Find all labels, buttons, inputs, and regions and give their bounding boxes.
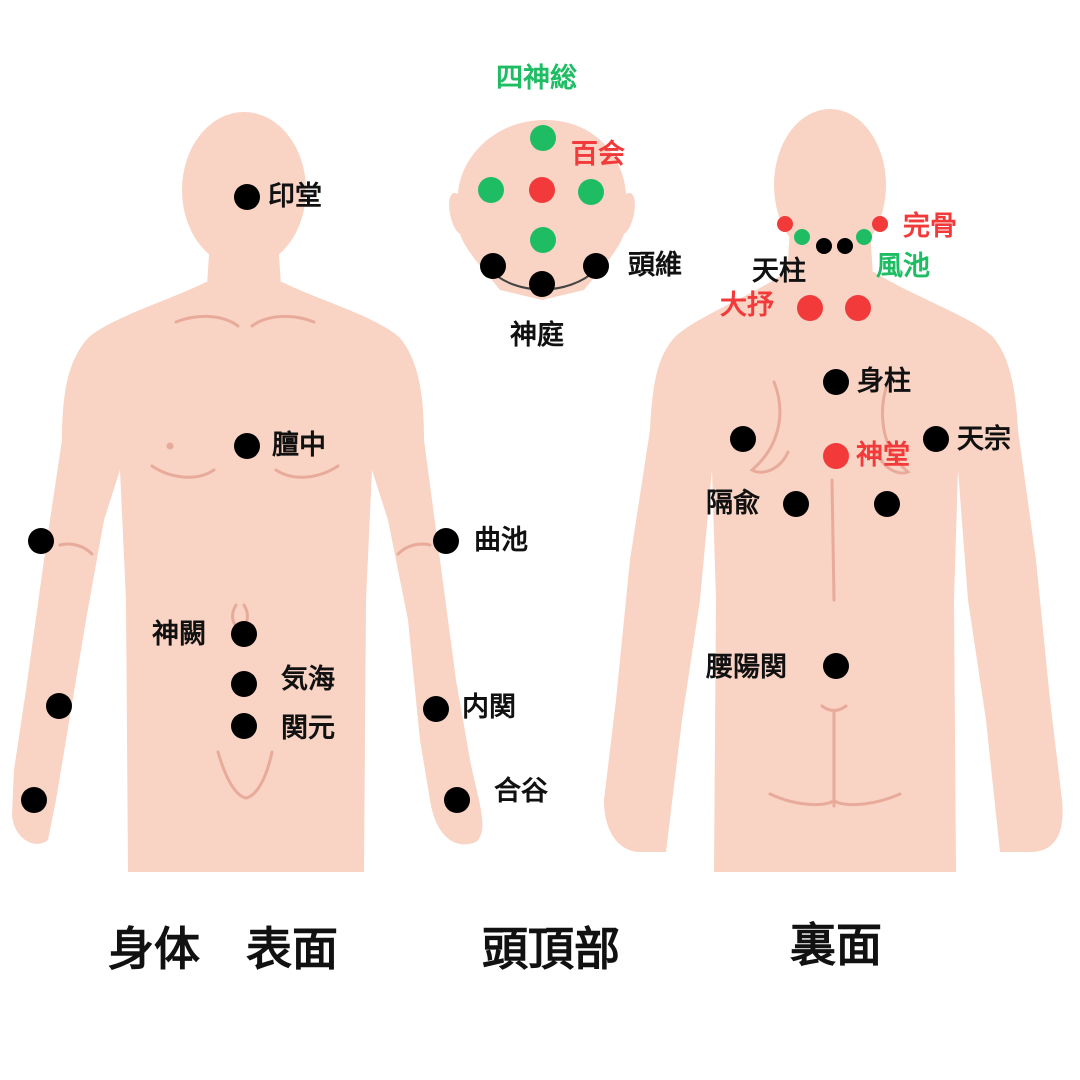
point-shinchu <box>823 369 849 395</box>
point-shishinsou-left <box>478 177 504 203</box>
label-daijo: 大抒 <box>720 290 774 321</box>
label-tensou: 天宗 <box>957 424 1011 455</box>
label-kangen: 関元 <box>281 713 335 744</box>
point-tensou-right <box>923 426 949 452</box>
front-body-silhouette <box>12 112 483 872</box>
label-kankotsu: 完骨 <box>903 211 957 242</box>
back-body-lines <box>749 380 911 808</box>
caption-top: 頭頂部 <box>482 922 620 976</box>
point-kankotsu-right <box>872 216 888 232</box>
point-kangen <box>231 713 257 739</box>
point-daijo-right <box>845 295 871 321</box>
label-youyoukan: 腰陽関 <box>706 652 787 683</box>
front-body-lines <box>58 314 432 800</box>
point-kakuyu-left <box>783 491 809 517</box>
point-kankotsu-left <box>777 216 793 232</box>
point-goukoku-left <box>444 787 470 813</box>
point-shindou <box>823 443 849 469</box>
point-hyakue <box>529 177 555 203</box>
point-shinketsu <box>231 621 257 647</box>
point-tenchu-right <box>837 238 853 254</box>
label-zui: 頭維 <box>628 250 682 281</box>
point-danchu <box>234 433 260 459</box>
label-danchu: 膻中 <box>272 430 326 461</box>
label-shinketsu: 神闕 <box>152 619 206 650</box>
label-indo: 印堂 <box>268 181 322 212</box>
point-naikan-left <box>423 696 449 722</box>
point-goukoku-right <box>21 787 47 813</box>
label-shintei: 神庭 <box>510 320 564 351</box>
point-daijo-left <box>797 295 823 321</box>
point-kyokuchi-left <box>433 528 459 554</box>
caption-back: 裏面 <box>790 918 882 972</box>
front-nipple-mark <box>166 442 174 450</box>
caption-front: 身体 表面 <box>108 922 338 976</box>
point-zui-left <box>480 253 506 279</box>
label-fuuchi: 風池 <box>876 251 930 282</box>
label-kakuyu: 隔兪 <box>706 488 760 519</box>
label-tenchu: 天柱 <box>752 256 806 287</box>
label-kikai: 気海 <box>281 664 335 695</box>
point-zui-right <box>583 253 609 279</box>
point-fuuchi-left <box>794 229 810 245</box>
point-kikai <box>231 671 257 697</box>
label-goukoku: 合谷 <box>494 776 548 807</box>
point-shishinsou-right <box>578 179 604 205</box>
point-naikan-right <box>46 693 72 719</box>
point-shishinsou-back <box>530 227 556 253</box>
point-tenchu-left <box>816 238 832 254</box>
point-kakuyu-right <box>874 491 900 517</box>
label-shinchu: 身柱 <box>857 366 911 397</box>
point-shintei <box>529 271 555 297</box>
point-indo <box>234 184 260 210</box>
label-kyokuchi: 曲池 <box>474 525 528 556</box>
point-fuuchi-right <box>856 229 872 245</box>
point-tensou-left <box>730 426 756 452</box>
point-kyokuchi-right <box>28 528 54 554</box>
point-shishinsou-front <box>530 125 556 151</box>
label-naikan: 内関 <box>462 692 516 723</box>
point-youyoukan <box>823 653 849 679</box>
label-shishinsou: 四神総 <box>496 63 577 94</box>
label-shindou: 神堂 <box>856 440 910 471</box>
label-hyakue: 百会 <box>571 139 625 170</box>
